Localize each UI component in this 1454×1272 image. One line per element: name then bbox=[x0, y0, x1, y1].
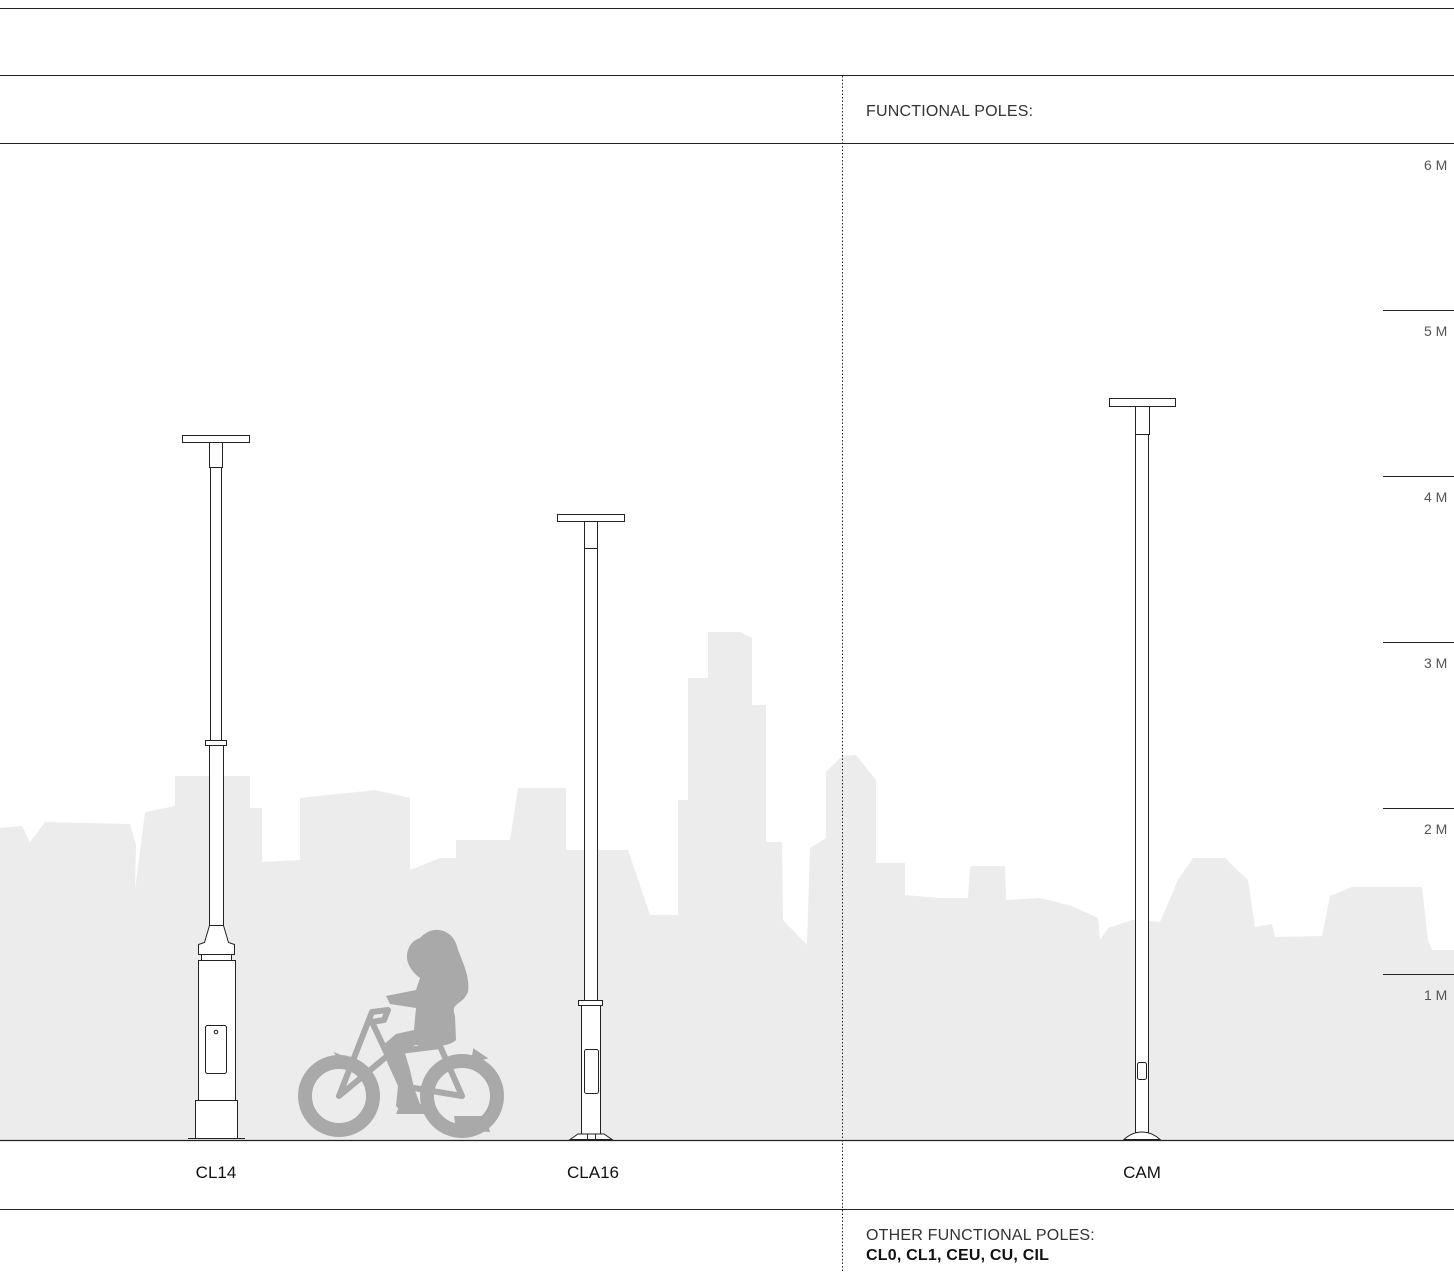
scale-label-5m: 5 M bbox=[1424, 323, 1448, 339]
pole-cl14 bbox=[182, 435, 250, 1139]
scale-label-6m: 6 M bbox=[1424, 157, 1448, 173]
scale-label-1m: 1 M bbox=[1424, 987, 1448, 1003]
functional-poles-title: FUNCTIONAL POLES: bbox=[866, 103, 1034, 120]
pole-label-cla16: CLA16 bbox=[567, 1163, 619, 1182]
pole-label-cl14: CL14 bbox=[195, 1163, 237, 1182]
scale-label-4m: 4 M bbox=[1424, 489, 1448, 505]
child-bicycle-silhouette bbox=[298, 929, 504, 1138]
scale-ticks bbox=[1383, 310, 1454, 975]
other-functional-poles-title: OTHER FUNCTIONAL POLES: bbox=[866, 1227, 1095, 1244]
skyline-silhouette bbox=[0, 632, 1454, 1140]
pole-cla16 bbox=[557, 514, 625, 1140]
pole-cam bbox=[1109, 398, 1176, 1140]
pole-label-cam: CAM bbox=[1123, 1163, 1161, 1182]
scale-label-2m: 2 M bbox=[1424, 821, 1448, 837]
frame-lines bbox=[0, 8, 1454, 1272]
scale-label-3m: 3 M bbox=[1424, 655, 1448, 671]
other-functional-poles-list: CL0, CL1, CEU, CU, CIL bbox=[866, 1247, 1050, 1264]
